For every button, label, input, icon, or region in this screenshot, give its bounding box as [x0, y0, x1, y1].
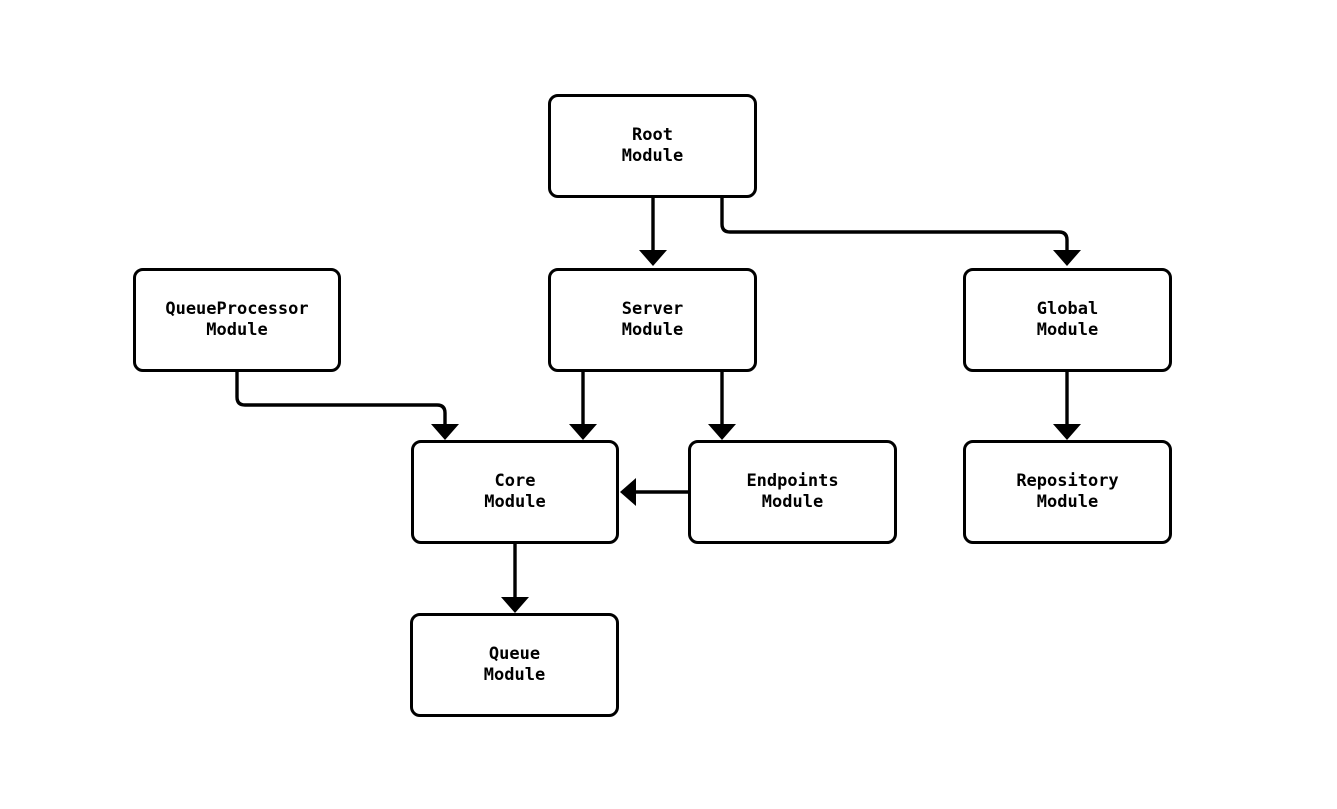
arrowhead-icon: [431, 424, 459, 440]
arrowhead-icon: [639, 250, 667, 266]
node-core-module: Core Module: [411, 440, 619, 544]
node-label: Global Module: [1036, 299, 1099, 340]
node-label: Core Module: [484, 471, 546, 512]
edge-server-to-core: [569, 372, 597, 440]
node-label: Root Module: [621, 125, 684, 166]
node-label: Repository Module: [1016, 471, 1119, 512]
arrowhead-icon: [620, 478, 636, 506]
node-server-module: Server Module: [548, 268, 757, 372]
node-label: Endpoints Module: [746, 471, 839, 512]
arrowhead-icon: [708, 424, 736, 440]
arrowhead-icon: [1053, 424, 1081, 440]
edge-endpoints-to-core: [620, 478, 688, 506]
node-endpoints-module: Endpoints Module: [688, 440, 897, 544]
edge-queueprocessor-to-core: [235, 372, 459, 440]
edge-server-to-endpoints: [708, 372, 736, 440]
arrowhead-icon: [1053, 250, 1081, 266]
edge-core-to-queue: [501, 544, 529, 613]
node-global-module: Global Module: [963, 268, 1172, 372]
node-queueprocessor-module: QueueProcessor Module: [133, 268, 341, 372]
edge-root-to-server: [639, 198, 667, 266]
edge-global-to-repository: [1053, 372, 1081, 440]
node-label: QueueProcessor Module: [165, 299, 309, 340]
node-queue-module: Queue Module: [410, 613, 619, 717]
node-label: Queue Module: [483, 644, 546, 685]
arrowhead-icon: [501, 597, 529, 613]
edge-root-to-global: [720, 198, 1081, 266]
node-root-module: Root Module: [548, 94, 757, 198]
node-repository-module: Repository Module: [963, 440, 1172, 544]
node-label: Server Module: [621, 299, 684, 340]
arrowhead-icon: [569, 424, 597, 440]
